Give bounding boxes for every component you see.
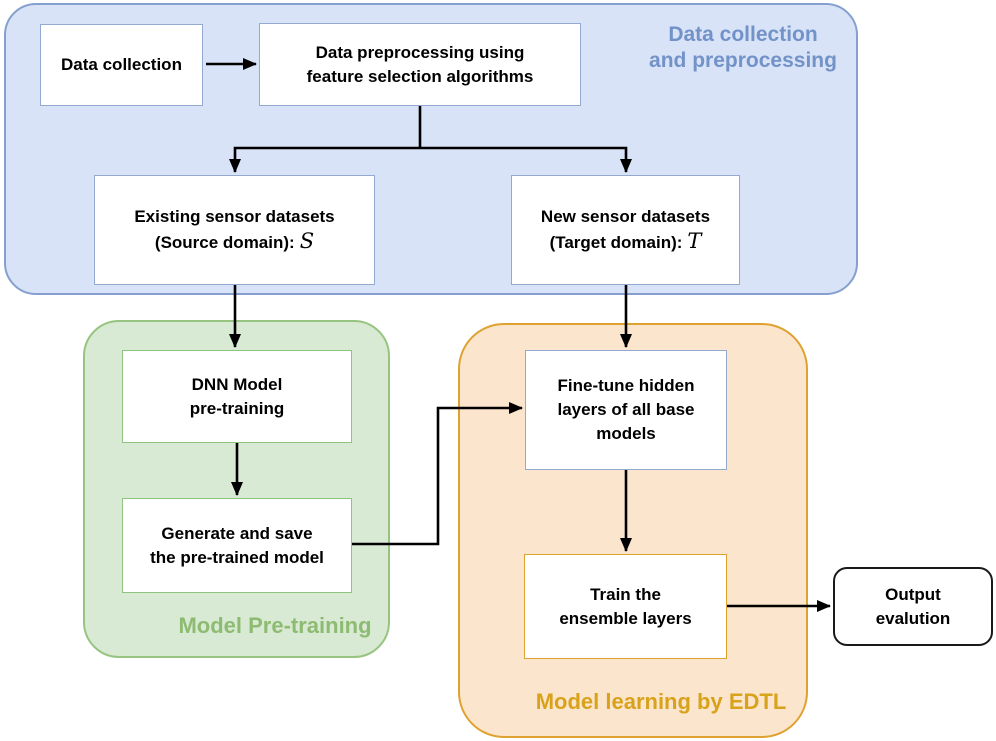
node-text: the pre-trained model xyxy=(150,547,324,567)
node-text: New sensor datasets xyxy=(540,207,711,226)
region-label-data-collection: Data collection and preprocessing xyxy=(598,22,888,73)
region-label-model-pretraining: Model Pre-training xyxy=(178,613,372,638)
node-train-ensemble-layers: Train the ensemble layers xyxy=(524,554,727,659)
region-label-line: Data collection xyxy=(668,23,818,46)
node-text: Data preprocessing using xyxy=(315,42,525,62)
node-text: layers of all base xyxy=(557,400,695,419)
node-text: Fine-tune hidden xyxy=(557,376,695,395)
node-output-evaluation: Output evalution xyxy=(833,567,993,646)
node-text: feature selection algorithms xyxy=(306,66,534,86)
node-text: ensemble layers xyxy=(559,608,692,628)
node-text: DNN Model xyxy=(191,374,283,394)
node-text: pre-training xyxy=(189,398,285,418)
node-text: (Target domain):T xyxy=(550,229,702,255)
node-text: Existing sensor datasets xyxy=(134,207,335,226)
node-text: Generate and save xyxy=(161,523,313,543)
region-label-model-learning-edtl: Model learning by EDTL xyxy=(535,689,787,714)
node-text: Output xyxy=(885,584,941,604)
region-label-line: and preprocessing xyxy=(649,48,837,72)
node-text: Data collection xyxy=(61,55,182,74)
node-new-sensor-datasets: New sensor datasets (Target domain):T xyxy=(511,175,740,285)
node-text: models xyxy=(596,424,656,443)
node-fine-tune-hidden-layers: Fine-tune hidden layers of all base mode… xyxy=(525,350,727,470)
node-existing-sensor-datasets: Existing sensor datasets (Source domain)… xyxy=(94,175,375,285)
node-text: (Target domain): xyxy=(549,233,683,252)
node-text: evalution xyxy=(875,608,951,628)
node-text: (Source domain):S xyxy=(155,229,314,255)
node-data-collection: Data collection xyxy=(40,24,203,106)
script-t-symbol: T xyxy=(687,229,702,253)
node-text: Train the xyxy=(590,584,661,604)
node-dnn-model-pretraining: DNN Model pre-training xyxy=(122,350,352,443)
script-s-symbol: S xyxy=(299,229,315,253)
node-data-preprocessing: Data preprocessing using feature selecti… xyxy=(259,23,581,106)
node-generate-save-pretrained-model: Generate and save the pre-trained model xyxy=(122,498,352,593)
node-text: (Source domain): xyxy=(154,233,295,252)
